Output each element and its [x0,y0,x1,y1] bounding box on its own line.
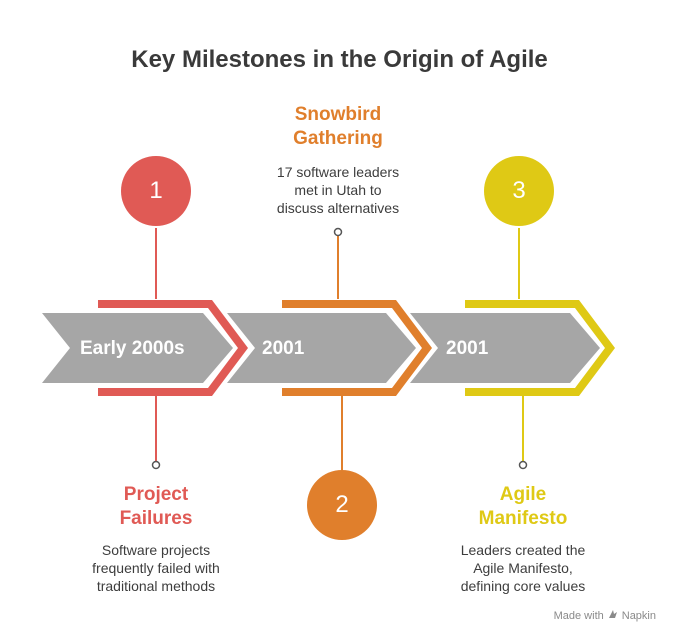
connector-dot-2 [333,227,343,237]
arrow-segment-2 [227,313,416,383]
period-label-2: 2001 [262,338,305,359]
milestone-desc-3: Leaders created the Agile Manifesto, def… [433,541,613,595]
milestone-desc-1-line1: Software projects [101,542,211,558]
milestone-desc-2-line2: met in Utah to [294,182,382,198]
milestone-number-1: 1 [121,156,191,226]
arrow-segment-1 [42,313,233,383]
footer-attribution[interactable]: Made with Napkin [554,609,656,622]
footer-made-with: Made with [553,609,604,622]
milestone-heading-3-line1: Agile [499,484,547,505]
milestone-desc-3-line3: defining core values [460,578,586,594]
milestone-heading-1: Project Failures [76,483,236,531]
period-label-3: 2001 [446,338,489,359]
milestone-desc-1: Software projects frequently failed with… [66,541,246,595]
connector-dot-1 [151,460,161,470]
milestone-heading-2-line1: Snowbird [294,104,382,125]
milestone-heading-2: Snowbird Gathering [258,103,418,151]
milestone-desc-2-line1: 17 software leaders [276,164,400,180]
milestone-number-3: 3 [484,156,554,226]
arrow-segment-3 [410,313,600,383]
milestone-heading-2-line2: Gathering [293,128,383,149]
footer-brand: Napkin [621,609,656,622]
milestone-desc-2-line3: discuss alternatives [276,200,400,216]
milestone-desc-3-line2: Agile Manifesto, [473,560,573,576]
milestone-desc-2: 17 software leaders met in Utah to discu… [248,163,428,217]
connector-dot-3 [518,460,528,470]
diagram-title: Key Milestones in the Origin of Agile [131,46,548,73]
period-label-1: Early 2000s [80,338,185,359]
milestone-heading-1-line2: Failures [119,508,193,529]
milestone-heading-3: Agile Manifesto [443,483,603,531]
milestone-number-2: 2 [307,470,377,540]
napkin-logo-icon [608,609,618,622]
milestone-desc-1-line2: frequently failed with [92,560,220,576]
milestone-heading-1-line1: Project [123,484,189,505]
milestone-desc-1-line3: traditional methods [96,578,216,594]
milestone-heading-3-line2: Manifesto [478,508,568,529]
milestone-desc-3-line1: Leaders created the [460,542,586,558]
